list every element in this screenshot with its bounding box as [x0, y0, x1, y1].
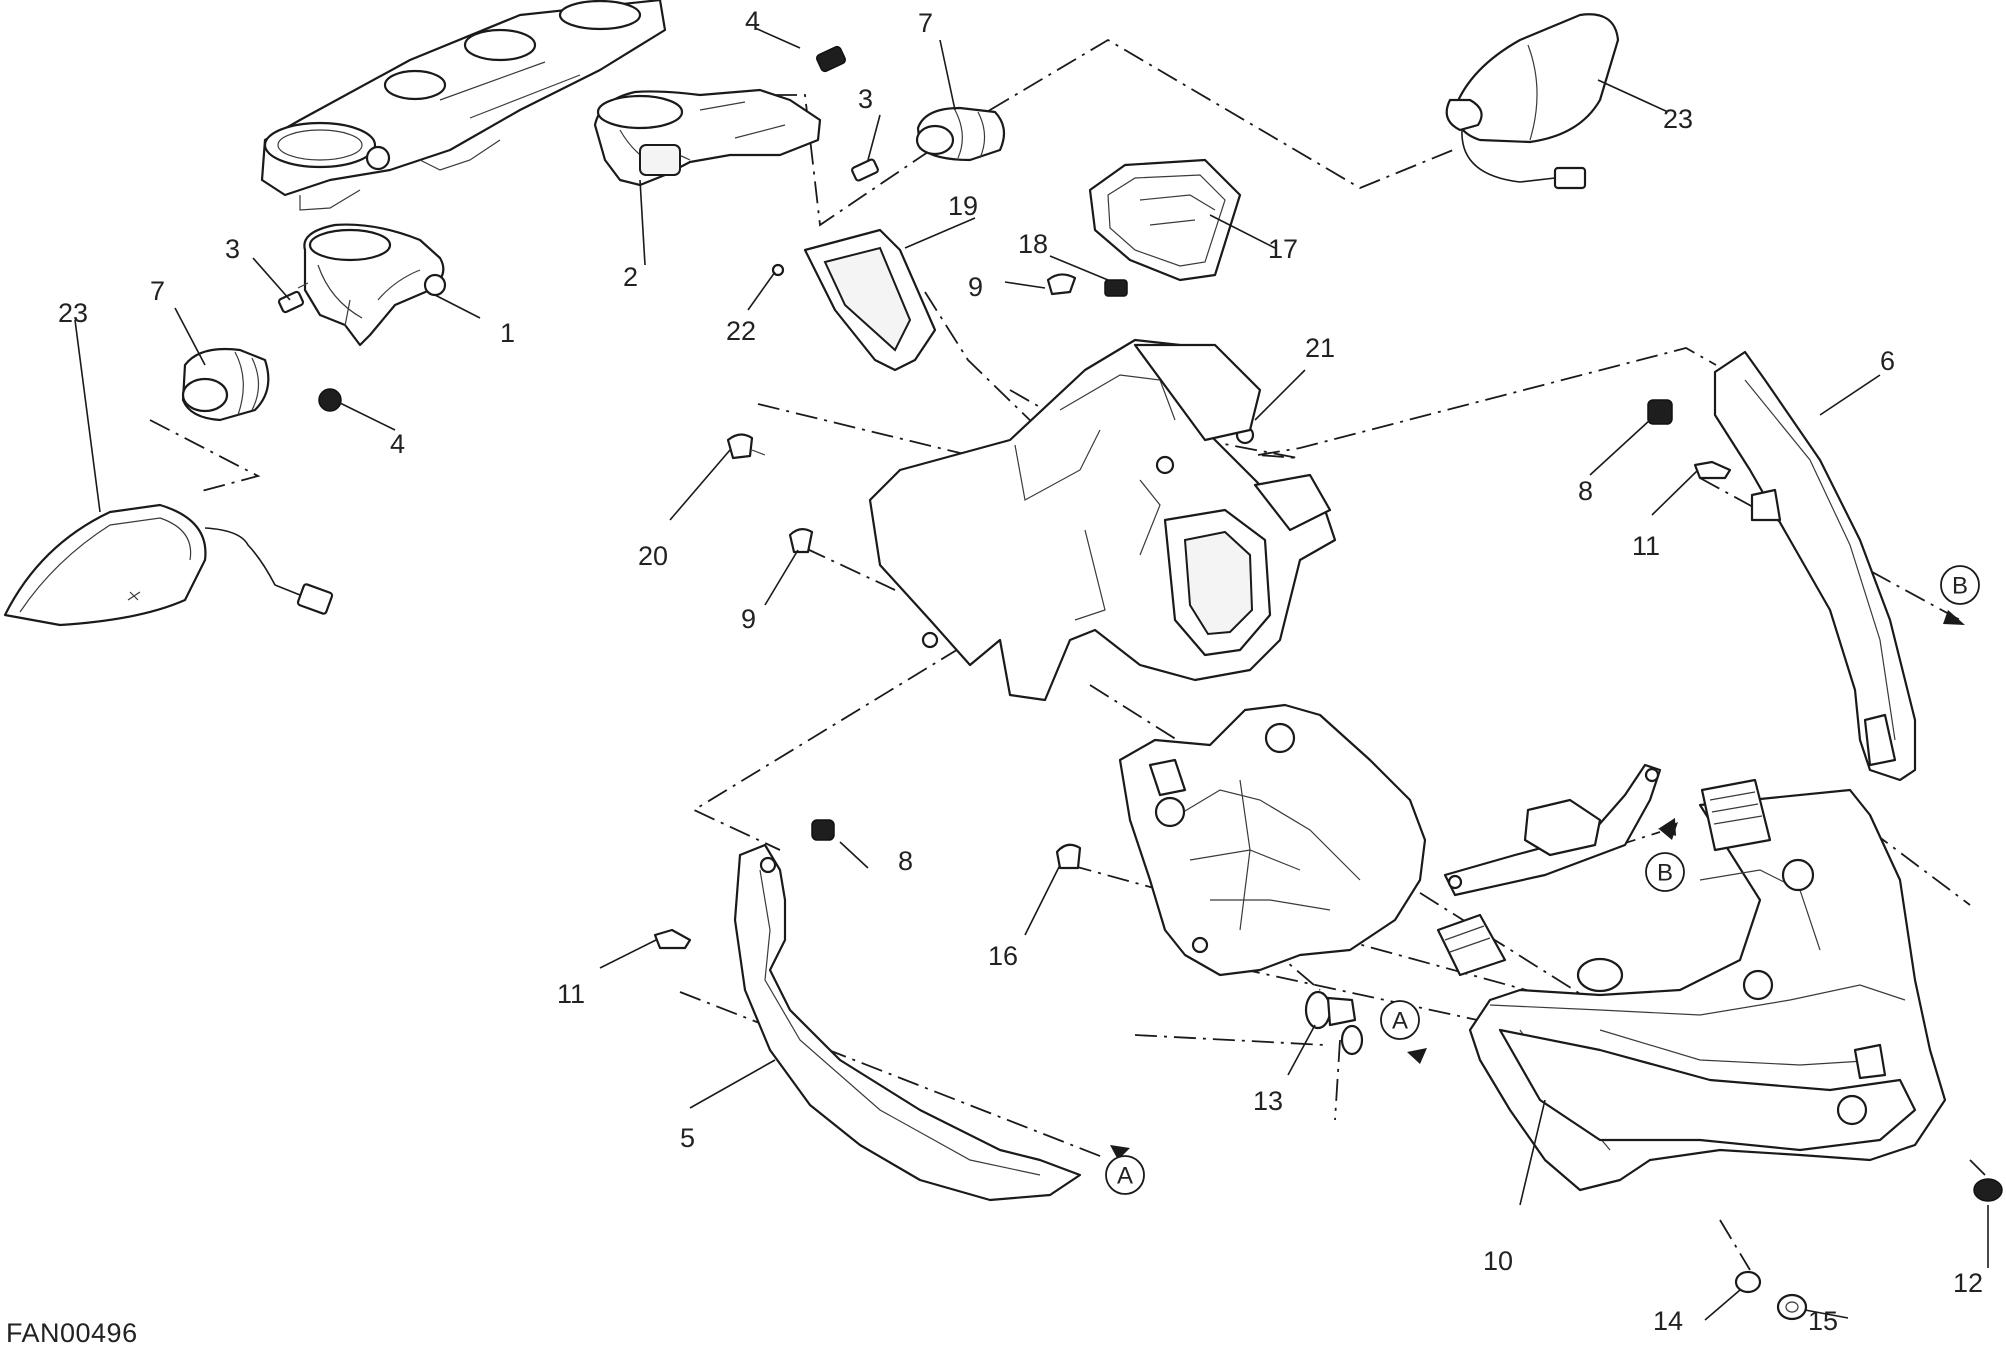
- instrument-display: [1088, 158, 1242, 282]
- callout-7-left: 7: [150, 276, 165, 306]
- screw-3-top: [851, 158, 879, 182]
- callout-13: 13: [1253, 1086, 1283, 1116]
- callout-23-left: 23: [58, 298, 88, 328]
- callout-15: 15: [1808, 1306, 1838, 1336]
- ref-letter: A: [1392, 1008, 1408, 1035]
- callout-11-left: 11: [557, 979, 585, 1009]
- direction-arrows: [1110, 610, 1965, 1160]
- screw-20: [726, 433, 766, 460]
- screw-4-top: [815, 45, 847, 73]
- callout-19: 19: [948, 191, 978, 221]
- handlebar-clamp-2: [593, 88, 822, 187]
- callout-23-right: 23: [1663, 104, 1693, 134]
- callout-21: 21: [1305, 333, 1335, 363]
- callout-9-top: 9: [968, 272, 983, 302]
- inner-duct-panel: [1118, 703, 1427, 977]
- grommet-16: [1055, 843, 1082, 870]
- bar-end-weight-top: [915, 106, 1006, 162]
- screw-4-left: [318, 388, 342, 412]
- fairing-support-21: [868, 338, 1337, 702]
- callout-7-top: 7: [918, 8, 933, 38]
- lower-fairing-5: [733, 843, 1082, 1202]
- mirror-left: [3, 503, 334, 627]
- screw-9-mid: [788, 528, 814, 554]
- leader-lines: [74, 27, 1989, 1321]
- callout-10: 10: [1483, 1246, 1513, 1276]
- callout-2: 2: [623, 262, 638, 292]
- callout-18: 18: [1018, 229, 1048, 259]
- grommet-18: [1104, 279, 1128, 297]
- ref-letter: A: [1117, 1163, 1133, 1190]
- mirror-right: [1445, 13, 1620, 190]
- callout-8-left: 8: [898, 846, 913, 876]
- grommet-14: [1734, 1270, 1762, 1294]
- callout-3-left: 3: [225, 234, 240, 264]
- ref-letter: B: [1952, 573, 1968, 600]
- side-fairing-6: [1713, 350, 1917, 782]
- callout-9-mid: 9: [741, 604, 756, 634]
- reference-mark-b-center: B: [1645, 852, 1685, 892]
- clip-8-left: [811, 819, 835, 841]
- part-callouts: 1 2 3 3 4 4 5 6 7 7 8 8 9 9 10 11 11 12 …: [58, 6, 1983, 1336]
- nut-12: [1973, 1178, 2003, 1202]
- ref-letter: B: [1657, 860, 1673, 887]
- callout-12: 12: [1953, 1268, 1983, 1298]
- screw-3-left: [277, 282, 309, 314]
- callout-16: 16: [988, 941, 1018, 971]
- reference-mark-a-right: A: [1380, 1000, 1420, 1040]
- callout-14: 14: [1653, 1306, 1683, 1336]
- bar-end-weight-left: [181, 347, 270, 422]
- callout-4-left: 4: [390, 429, 405, 459]
- screw-11-left: [653, 928, 692, 950]
- callout-8-right: 8: [1578, 476, 1593, 506]
- callout-1: 1: [500, 318, 515, 348]
- rubber-mount-13: [1304, 990, 1364, 1056]
- callout-6: 6: [1880, 346, 1895, 376]
- nut-15: [1776, 1293, 1808, 1321]
- callout-5: 5: [680, 1123, 695, 1153]
- callout-22: 22: [726, 316, 756, 346]
- reference-mark-b-right: B: [1940, 565, 1980, 605]
- headlight-assembly-10: [1436, 778, 1947, 1192]
- handlebar-clamp-1: [303, 223, 447, 347]
- diagram-code-label: FAN00496: [6, 1318, 138, 1348]
- reference-mark-a-lower: A: [1105, 1155, 1145, 1195]
- callout-3-top: 3: [858, 84, 873, 114]
- callout-11-right: 11: [1632, 531, 1660, 561]
- callout-4-top: 4: [745, 6, 760, 36]
- grille-19: [771, 228, 937, 372]
- mounting-bracket: [1443, 763, 1662, 897]
- upper-triple-clamp: [260, 0, 667, 211]
- screw-9-top: [1046, 273, 1077, 296]
- screw-11-right: [1693, 460, 1732, 480]
- callout-17: 17: [1268, 234, 1298, 264]
- callout-20: 20: [638, 541, 668, 571]
- clip-8-right: [1647, 399, 1673, 425]
